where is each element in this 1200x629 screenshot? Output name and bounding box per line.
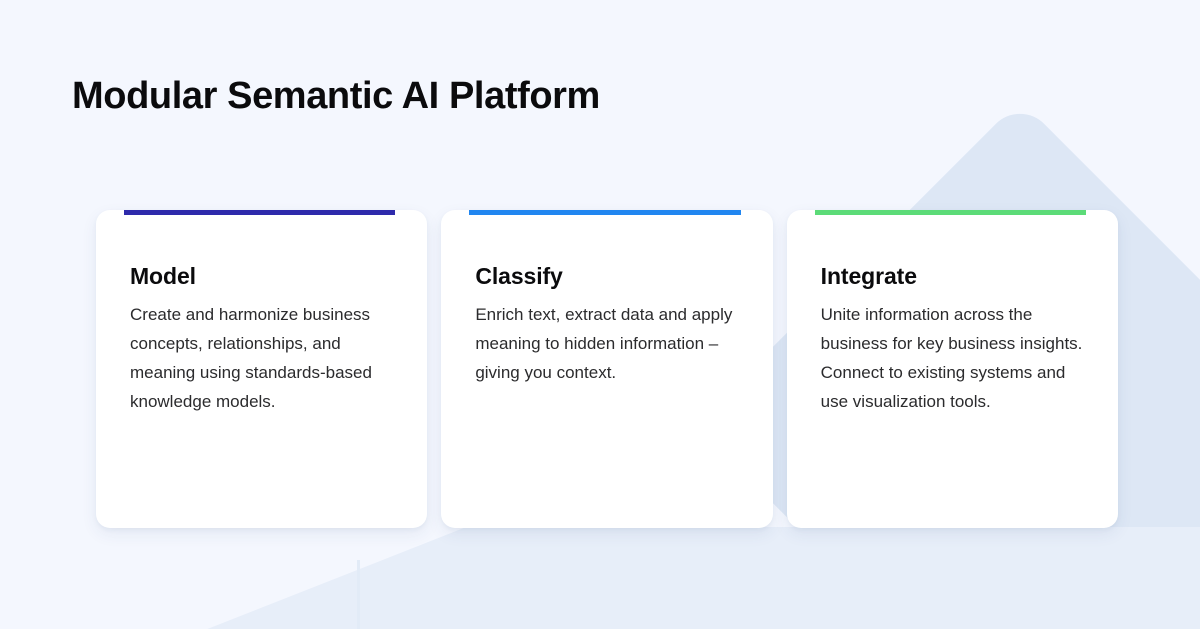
page-title: Modular Semantic AI Platform <box>72 75 600 117</box>
card-title: Classify <box>475 263 563 289</box>
card-body: Classify Enrich text, extract data and a… <box>475 262 746 387</box>
card-body: Model Create and harmonize business conc… <box>130 262 401 416</box>
card-description: Enrich text, extract data and apply mean… <box>475 304 733 382</box>
card-accent-bar <box>814 210 1086 215</box>
card-description: Create and harmonize business concepts, … <box>130 304 372 411</box>
decorative-bottom-band <box>0 527 1200 629</box>
feature-card-classify[interactable]: Classify Enrich text, extract data and a… <box>441 210 773 528</box>
feature-card-group: Model Create and harmonize business conc… <box>96 210 1118 528</box>
card-body: Integrate Unite information across the b… <box>821 262 1092 416</box>
card-title: Integrate <box>820 263 917 289</box>
feature-card-model[interactable]: Model Create and harmonize business conc… <box>96 210 428 528</box>
card-accent-bar <box>124 210 396 215</box>
card-accent-bar <box>469 210 741 215</box>
card-description: Unite information across the business fo… <box>820 304 1083 411</box>
feature-card-integrate[interactable]: Integrate Unite information across the b… <box>786 210 1118 528</box>
decorative-seam-line <box>357 560 360 629</box>
card-title: Model <box>130 263 196 289</box>
